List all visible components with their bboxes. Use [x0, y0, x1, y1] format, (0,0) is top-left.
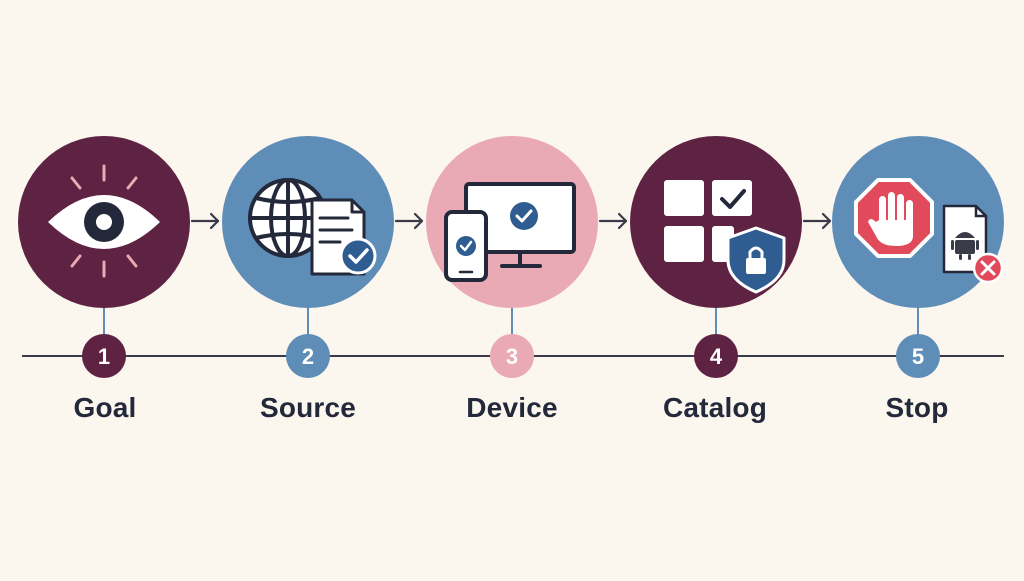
arrows [190, 212, 832, 230]
step-2-marker: 2 [286, 334, 330, 378]
arrow-right-icon [394, 212, 424, 230]
android-file-icon [942, 204, 988, 274]
step-4-circle [630, 136, 802, 308]
arrow-right-icon [598, 212, 628, 230]
eye-icon [48, 164, 160, 278]
step-4-number: 4 [710, 344, 723, 369]
step-5-marker: 5 [896, 334, 940, 378]
phone-icon [444, 210, 488, 282]
step-2-circle [222, 136, 394, 308]
shield-lock-icon [726, 226, 786, 294]
step-1-number: 1 [98, 344, 110, 369]
step-3-marker: 3 [490, 334, 534, 378]
step-4-marker: 4 [694, 334, 738, 378]
arrow-right-icon [190, 212, 220, 230]
step-3-number: 3 [506, 344, 518, 369]
android-icon [951, 232, 979, 260]
step-5-label: Stop [885, 392, 949, 423]
step-1-marker: 1 [82, 334, 126, 378]
grid-icon [664, 180, 752, 262]
step-4-label: Catalog [662, 392, 768, 423]
step-3-circle [426, 136, 598, 308]
step-1-label: Goal [73, 392, 137, 423]
step-2-number: 2 [302, 344, 314, 369]
arrow-right-icon [802, 212, 832, 230]
x-badge-icon [972, 252, 1004, 284]
step-5-number: 5 [912, 344, 924, 369]
step-1-circle [18, 136, 190, 308]
step-5-circle [832, 136, 1004, 308]
stop-sign-icon [854, 178, 934, 258]
step-3-label: Device [466, 392, 558, 423]
hand-icon [868, 192, 913, 246]
step-2-label: Source [259, 392, 357, 423]
check-badge-icon [339, 237, 377, 275]
